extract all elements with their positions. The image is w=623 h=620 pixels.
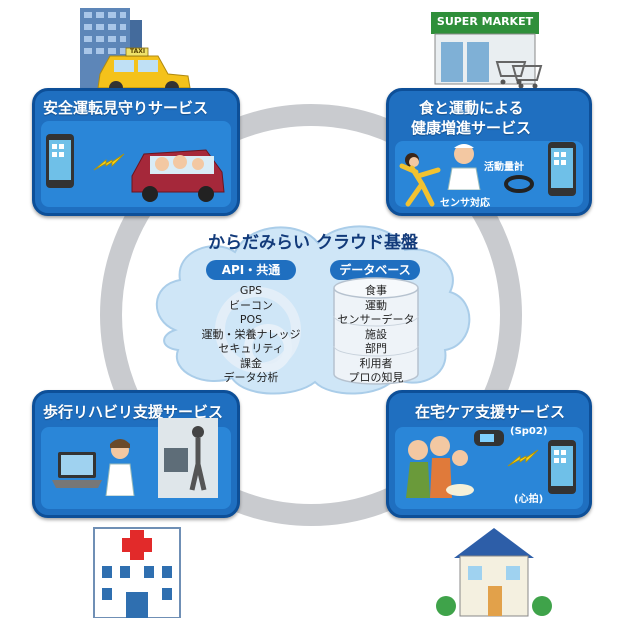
- home-care-service-title: 在宅ケア支援サービス: [415, 401, 565, 422]
- nurse-illustration: [100, 436, 140, 496]
- spo2-tag: (Sp02): [510, 426, 547, 437]
- api-item: 課金: [190, 357, 312, 372]
- database-items-list: 食事 運動 センサーデータ 施設 部門 利用者 プロの知見: [330, 284, 422, 386]
- api-item: データ分析: [190, 371, 312, 386]
- api-item: ビーコン: [190, 299, 312, 314]
- db-item: 利用者: [330, 357, 422, 372]
- platform-title: からだみらい クラウド基盤: [178, 228, 448, 253]
- db-item: 運動: [330, 299, 422, 314]
- smartphone-icon: [46, 134, 74, 188]
- laptop-icon: [52, 450, 102, 490]
- sensor-support-tag: センサ対応: [440, 194, 490, 209]
- hospital-illustration: [92, 520, 182, 618]
- db-item: 施設: [330, 328, 422, 343]
- family-car-illustration: [128, 136, 228, 204]
- house-illustration: [436, 524, 552, 618]
- activity-band-icon: [504, 174, 534, 194]
- api-item: POS: [190, 313, 312, 328]
- api-item: セキュリティ: [190, 342, 312, 357]
- nutritionist-illustration: [444, 140, 484, 190]
- api-item: 運動・栄養ナレッジ: [190, 328, 312, 343]
- db-item: 部門: [330, 342, 422, 357]
- safe-driving-service-title: 安全運転見守りサービス: [43, 97, 208, 118]
- taxi-sign: TAXI: [130, 48, 145, 55]
- smartphone-icon: [548, 440, 576, 494]
- pulse-tag: (心拍): [514, 490, 543, 505]
- api-items-list: GPS ビーコン POS 運動・栄養ナレッジ セキュリティ 課金 データ分析: [190, 284, 312, 386]
- api-common-label: API・共通: [206, 260, 296, 280]
- activity-meter-tag: 活動量計: [484, 158, 524, 173]
- db-item: センサーデータ: [330, 313, 422, 328]
- health-service-title-line1: 食と運動による: [419, 97, 524, 118]
- supermarket-sign: SUPER MARKET: [431, 15, 539, 28]
- pulse-oximeter-icon: [472, 426, 506, 450]
- wireless-signal-bolt-icon: [506, 446, 540, 472]
- wireless-signal-bolt-icon: [92, 150, 126, 176]
- health-service-title-line2: 健康増進サービス: [411, 117, 531, 138]
- caregiver-elderly-illustration: [398, 428, 478, 498]
- api-item: GPS: [190, 284, 312, 299]
- walking-robot-illustration: [158, 418, 218, 498]
- smartphone-icon: [548, 142, 576, 196]
- db-item: 食事: [330, 284, 422, 299]
- db-item: プロの知見: [330, 371, 422, 386]
